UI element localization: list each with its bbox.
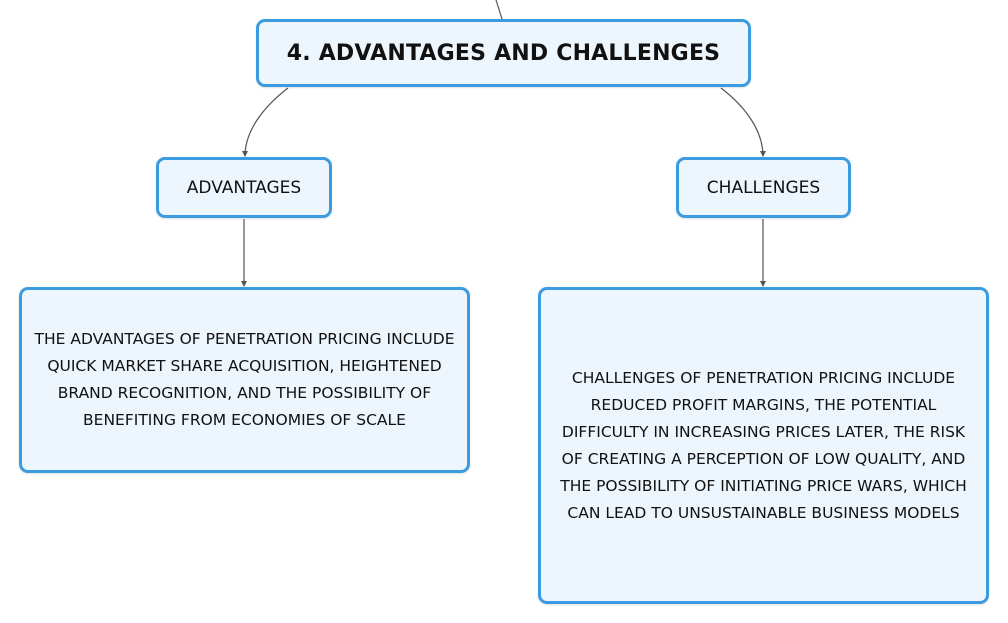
advantages-label: ADVANTAGES [186,177,302,198]
advantages-description-text: THE ADVANTAGES OF PENETRATION PRICING IN… [34,330,455,429]
challenges-node[interactable]: CHALLENGES [676,157,851,218]
challenges-description-text: CHALLENGES OF PENETRATION PRICING INCLUD… [560,368,967,522]
challenges-description-node[interactable]: CHALLENGES OF PENETRATION PRICING INCLUD… [538,287,989,604]
connector-title-to-advantages [242,87,289,157]
title-node[interactable]: 4. ADVANTAGES AND CHALLENGES [256,19,751,87]
connector-from-parent [495,0,503,20]
title-label: 4. ADVANTAGES AND CHALLENGES [286,40,721,66]
challenges-label: CHALLENGES [706,177,821,198]
advantages-description-node[interactable]: THE ADVANTAGES OF PENETRATION PRICING IN… [19,287,470,473]
advantages-node[interactable]: ADVANTAGES [156,157,332,218]
connector-title-to-challenges [720,87,766,157]
